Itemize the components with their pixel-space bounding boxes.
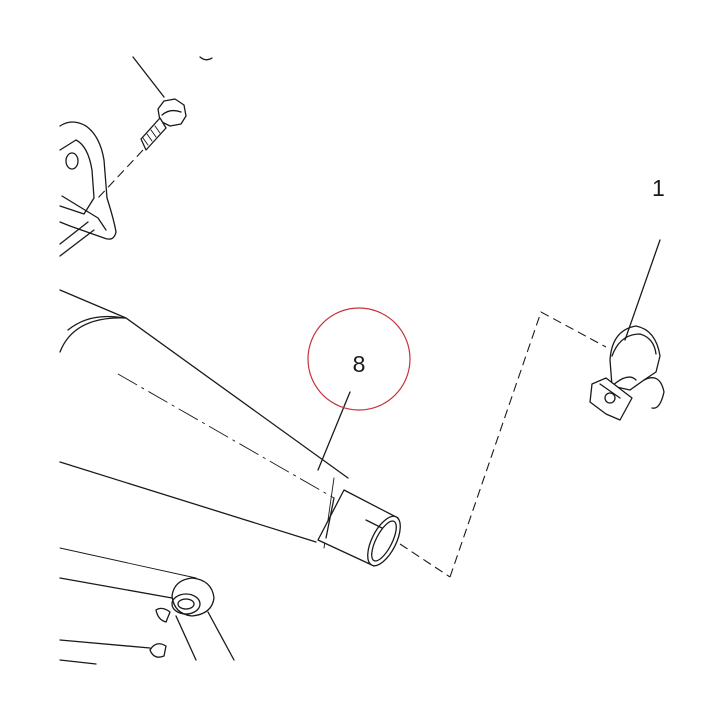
mounting-bracket	[59, 56, 213, 257]
lower-mount	[59, 547, 235, 665]
bolt-part	[97, 56, 187, 199]
exhaust-clamp	[589, 325, 665, 421]
assembly-centerline	[449, 311, 607, 578]
callout-part-1[interactable]: 1	[624, 175, 665, 341]
muffler-body	[59, 289, 349, 549]
callout-label-8: 8	[353, 351, 366, 377]
callout-label-1: 1	[652, 175, 665, 201]
outlet-pipe	[317, 489, 451, 578]
highlight-circle	[307, 307, 411, 411]
callout-part-8[interactable]: 8	[307, 307, 411, 471]
